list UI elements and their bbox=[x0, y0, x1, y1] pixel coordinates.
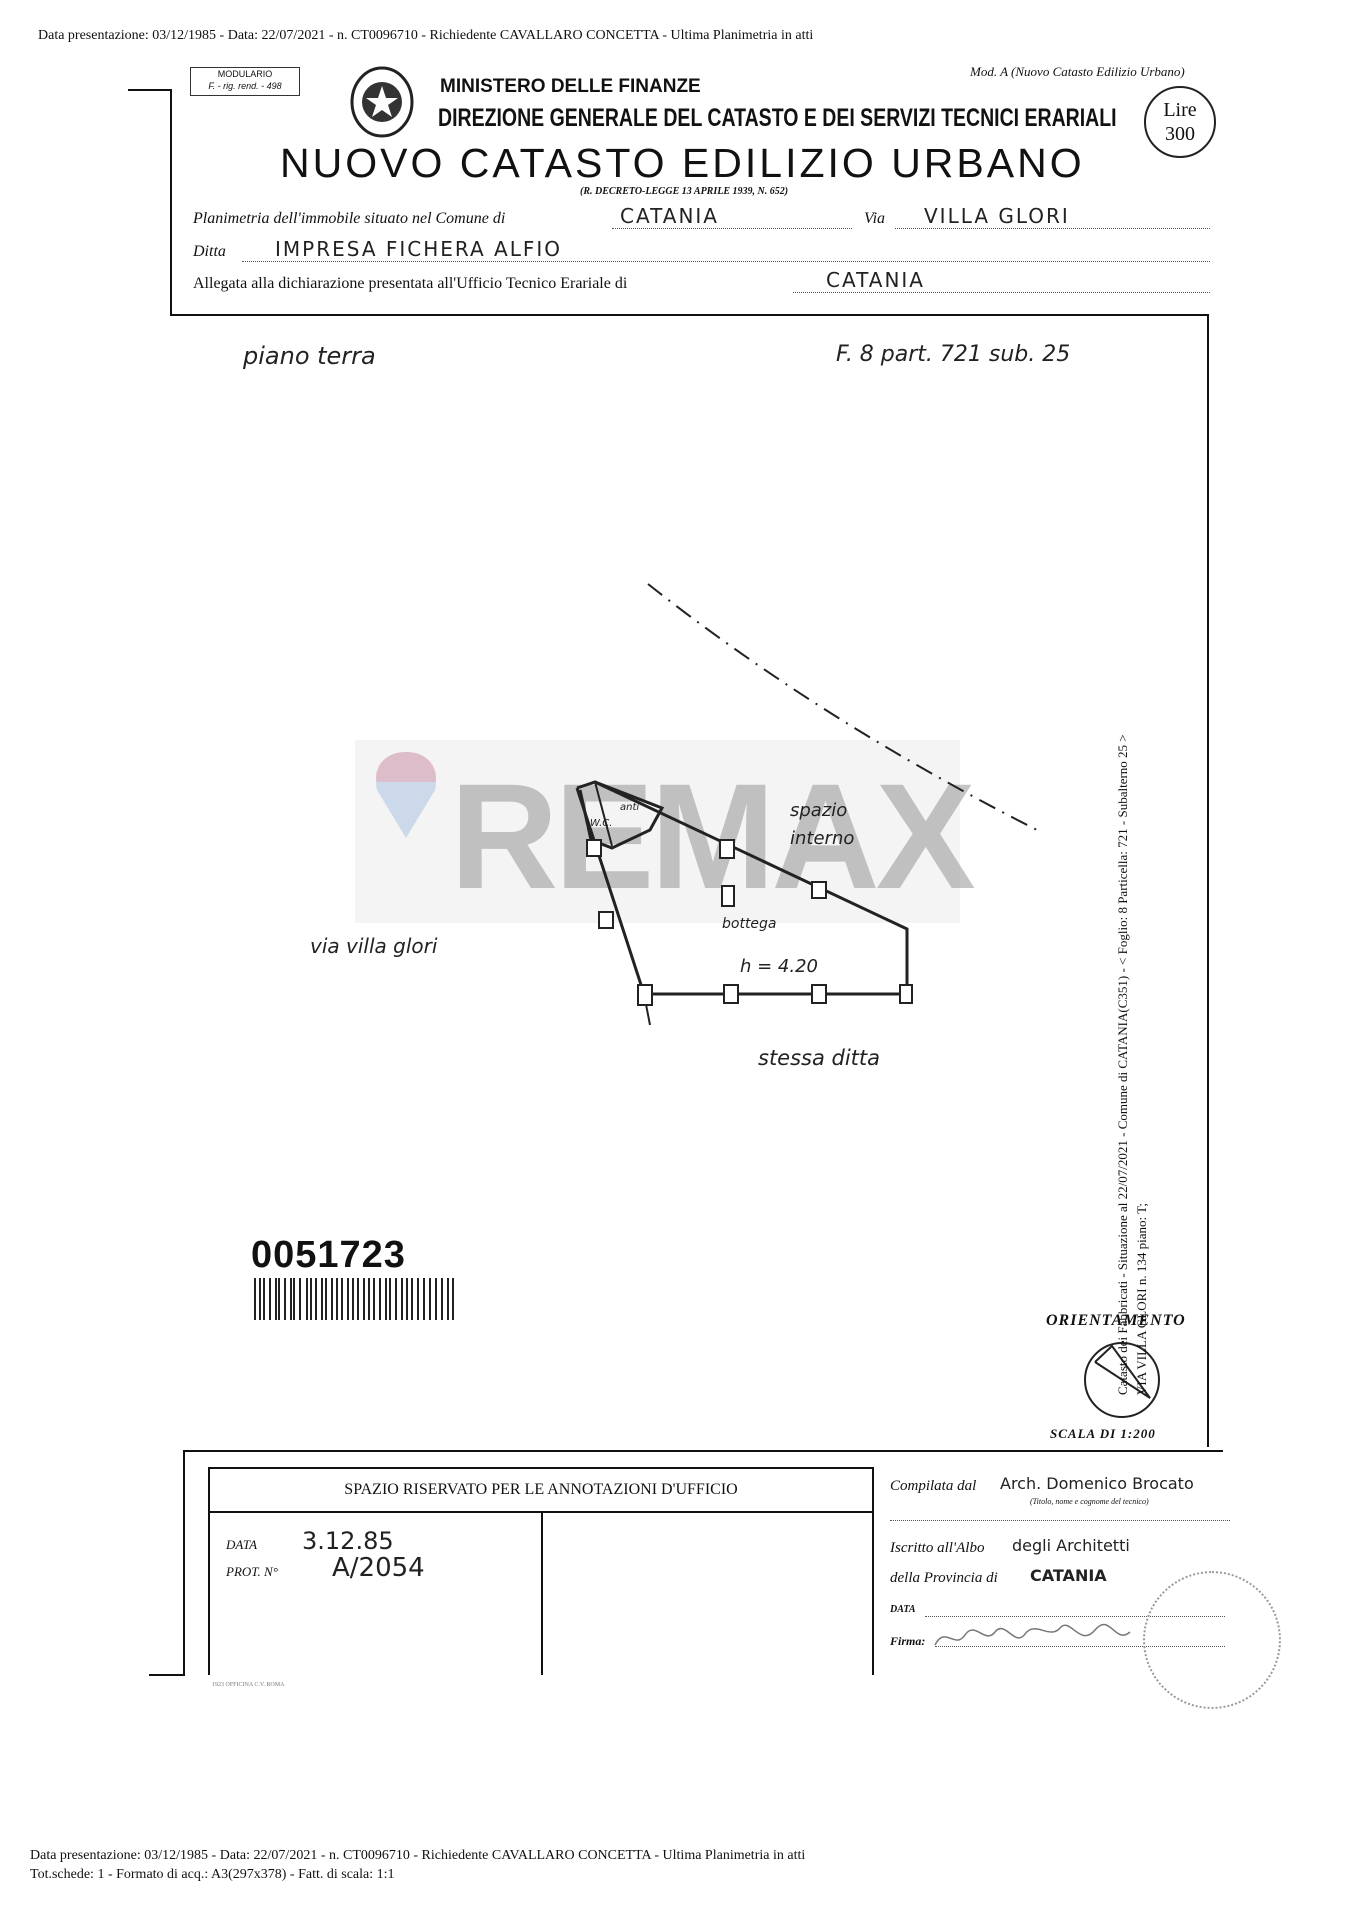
modulario-label: MODULARIO bbox=[217, 69, 273, 79]
office-annotations-box: SPAZIO RISERVATO PER LE ANNOTAZIONI D'UF… bbox=[208, 1467, 874, 1675]
compass-icon bbox=[1084, 1342, 1160, 1418]
bottega-label: bottega bbox=[722, 916, 777, 932]
barcode-icon bbox=[254, 1278, 454, 1320]
decree-label: (R. DECRETO-LEGGE 13 APRILE 1939, N. 652… bbox=[580, 186, 789, 197]
compilata-note: (Titolo, nome e cognome del tecnico) bbox=[1030, 1497, 1149, 1506]
interno-label: interno bbox=[790, 828, 855, 849]
street-label: via villa glori bbox=[310, 934, 438, 958]
provincia-label: della Provincia di bbox=[890, 1570, 998, 1586]
allegata-value: CATANIA bbox=[826, 268, 925, 292]
via-value: VILLA GLORI bbox=[924, 204, 1070, 228]
compilata-label: Compilata dal bbox=[890, 1478, 977, 1494]
boundary-line bbox=[647, 583, 1040, 832]
republic-emblem-icon bbox=[350, 66, 414, 138]
modulario-ref: F. - rig. rend. - 498 bbox=[208, 81, 282, 91]
shop-walls bbox=[575, 780, 909, 996]
professional-stamp-icon bbox=[1143, 1571, 1281, 1709]
pillars bbox=[586, 839, 913, 1006]
height-label: h = 4.20 bbox=[740, 956, 819, 977]
frame-line bbox=[128, 89, 171, 91]
footer-line-2: Tot.schede: 1 - Formato di acq.: A3(297x… bbox=[30, 1867, 395, 1882]
direction-title: DIREZIONE GENERALE DEL CATASTO E DEI SER… bbox=[438, 104, 1117, 132]
iscritto-value: degli Architetti bbox=[1012, 1536, 1130, 1555]
frame-line bbox=[149, 1674, 185, 1676]
wc-walls bbox=[578, 780, 665, 850]
parcel-reference: F. 8 part. 721 sub. 25 bbox=[836, 342, 1071, 367]
provincia-value: CATANIA bbox=[1030, 1566, 1107, 1585]
compiler-date-label: DATA bbox=[890, 1604, 916, 1615]
top-header: Data presentazione: 03/12/1985 - Data: 2… bbox=[38, 28, 814, 43]
frame-line bbox=[170, 89, 172, 316]
scale-label: SCALA DI 1:200 bbox=[1050, 1426, 1156, 1441]
allegata-label: Allegata alla dichiarazione presentata a… bbox=[193, 275, 628, 292]
mod-a-label: Mod. A (Nuovo Catasto Edilizio Urbano) bbox=[970, 64, 1185, 79]
comune-label: Planimetria dell'immobile situato nel Co… bbox=[193, 210, 506, 227]
iscritto-label: Iscritto all'Albo bbox=[890, 1540, 985, 1556]
address-vertical-text: VIA VILLA GLORI n. 134 piano: T; bbox=[1134, 1203, 1149, 1395]
printer-mark: 1923 OFFICINA C.V. ROMA bbox=[212, 1682, 285, 1688]
orientamento-label: ORIENTAMENTO bbox=[1046, 1312, 1186, 1329]
office-date-label: DATA bbox=[226, 1537, 258, 1552]
barcode-number: 0051723 bbox=[251, 1234, 406, 1276]
ditta-label: Ditta bbox=[193, 243, 226, 260]
lire-value: 300 bbox=[1165, 123, 1195, 145]
frame-line bbox=[1207, 314, 1209, 1447]
firma-label: Firma: bbox=[890, 1634, 926, 1648]
office-date-value: 3.12.85 bbox=[302, 1527, 394, 1555]
document-title: NUOVO CATASTO EDILIZIO URBANO bbox=[280, 140, 1085, 186]
ditta-value: IMPRESA FICHERA ALFIO bbox=[275, 237, 562, 261]
cadastral-vertical-text: Catasto dei Fabbricati - Situazione al 2… bbox=[1115, 734, 1130, 1395]
ministry-title: MINISTERO DELLE FINANZE bbox=[440, 76, 701, 97]
modulario-box: MODULARIO F. - rig. rend. - 498 bbox=[190, 67, 300, 96]
neighbour-label: stessa ditta bbox=[758, 1046, 881, 1070]
via-label: Via bbox=[864, 210, 886, 227]
frame-line bbox=[170, 314, 1209, 316]
lire-stamp: Lire 300 bbox=[1144, 86, 1216, 158]
floor-label: piano terra bbox=[243, 342, 376, 370]
wc-label: W.C. bbox=[590, 818, 613, 829]
frame-line bbox=[183, 1450, 1223, 1452]
office-title: SPAZIO RISERVATO PER LE ANNOTAZIONI D'UF… bbox=[210, 1469, 872, 1513]
balloon-logo-icon bbox=[376, 752, 436, 838]
footer-line-1: Data presentazione: 03/12/1985 - Data: 2… bbox=[30, 1848, 806, 1863]
signature-icon bbox=[934, 1623, 1131, 1646]
comune-value: CATANIA bbox=[620, 204, 719, 228]
anti-label: anti bbox=[620, 802, 640, 813]
office-prot-value: A/2054 bbox=[332, 1553, 425, 1583]
frame-line bbox=[183, 1450, 185, 1676]
compilata-value: Arch. Domenico Brocato bbox=[1000, 1474, 1194, 1493]
spazio-label: spazio bbox=[790, 800, 848, 821]
office-prot-label: PROT. N° bbox=[226, 1564, 278, 1579]
lire-label: Lire bbox=[1163, 99, 1197, 121]
